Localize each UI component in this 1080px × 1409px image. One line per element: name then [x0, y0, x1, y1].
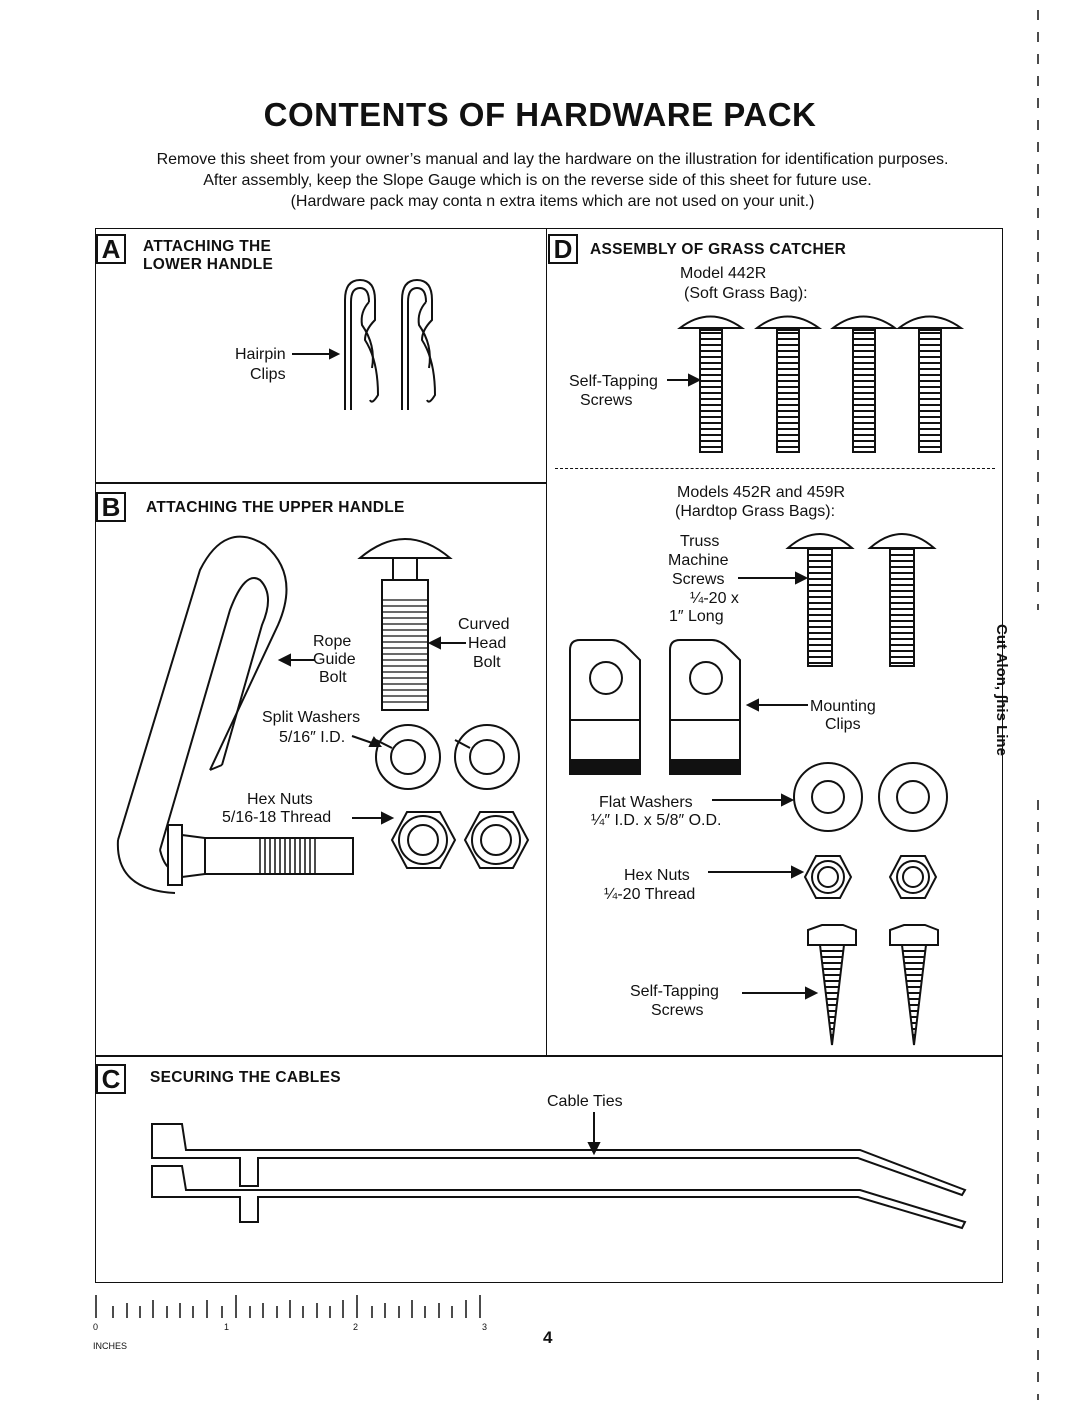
- ruler-2: 2: [353, 1322, 359, 1332]
- bolt2-label: Bolt: [473, 654, 501, 671]
- model2-sub-label: (Hardtop Grass Bags):: [675, 503, 836, 520]
- hairpin-label: Hairpin: [235, 346, 286, 363]
- truss-screws-label: Screws: [672, 571, 725, 588]
- section-c-title: SECURING THE CABLES: [150, 1069, 341, 1086]
- truss-label: Truss: [680, 533, 720, 550]
- mounting-label: Mounting: [810, 698, 876, 715]
- cable-ties-label: Cable Ties: [547, 1093, 623, 1110]
- hex-nuts-label: Hex Nuts: [247, 791, 313, 808]
- hex-thread-label: 5/16-18 Thread: [222, 809, 332, 826]
- page-number: 4: [543, 1328, 553, 1347]
- ruler-1: 1: [224, 1322, 230, 1332]
- flat-washers-label: Flat Washers: [599, 794, 693, 811]
- model2-label: Models 452R and 459R: [677, 484, 846, 501]
- section-a-letter: A: [96, 234, 126, 264]
- screws2-label: Screws: [651, 1002, 704, 1019]
- intro-line-1: Remove this sheet from your owner’s manu…: [156, 151, 949, 168]
- ruler-0: 0: [93, 1322, 99, 1332]
- self-tapping2-label: Self-Tapping: [630, 983, 719, 1000]
- bolt-label: Bolt: [319, 669, 347, 686]
- machine-label: Machine: [668, 552, 729, 569]
- section-d-divider: [555, 468, 995, 469]
- mounting-clips-label: Clips: [825, 716, 861, 733]
- head-label: Head: [468, 635, 507, 652]
- ruler-unit: INCHES: [93, 1341, 128, 1351]
- split-size-label: 5/16″ I.D.: [279, 729, 346, 746]
- hex-nuts-d-label: Hex Nuts: [624, 867, 690, 884]
- intro-line-2: After assembly, keep the Slope Gauge whi…: [203, 172, 872, 189]
- section-b-letter: B: [96, 492, 126, 522]
- intro-line-3: (Hardware pack may conta n extra items w…: [290, 193, 815, 210]
- section-c-letter: C: [96, 1064, 126, 1094]
- cut-line-label: Cut Alon, ʃhis Line: [993, 624, 1010, 756]
- ruler-3: 3: [482, 1322, 488, 1332]
- rope-label: Rope: [313, 633, 352, 650]
- flat-size-label: ¼″ I.D. x 5/8″ O.D.: [591, 812, 722, 829]
- section-d-box: [546, 228, 1003, 1057]
- clips-label: Clips: [250, 366, 286, 383]
- screws-label: Screws: [580, 392, 633, 409]
- guide-label: Guide: [313, 651, 356, 668]
- section-a-title-1: ATTACHING THE: [143, 238, 272, 255]
- self-tapping-label: Self-Tapping: [569, 373, 658, 390]
- truss-length-label: 1″ Long: [669, 608, 724, 625]
- section-d-title: ASSEMBLY OF GRASS CATCHER: [590, 241, 847, 258]
- section-b-title: ATTACHING THE UPPER HANDLE: [146, 499, 405, 516]
- model1-label: Model 442R: [680, 265, 767, 282]
- section-a-title-2: LOWER HANDLE: [143, 256, 274, 273]
- split-washers-label: Split Washers: [262, 709, 361, 726]
- page-title: CONTENTS OF HARDWARE PACK: [263, 96, 817, 133]
- section-d-letter: D: [548, 234, 578, 264]
- curved-label: Curved: [458, 616, 510, 633]
- model1-sub-label: (Soft Grass Bag):: [684, 285, 808, 302]
- truss-size-label: ¼-20 x: [690, 590, 739, 607]
- section-c-box: [95, 1055, 1003, 1283]
- hex-thread-d-label: ¼-20 Thread: [604, 886, 696, 903]
